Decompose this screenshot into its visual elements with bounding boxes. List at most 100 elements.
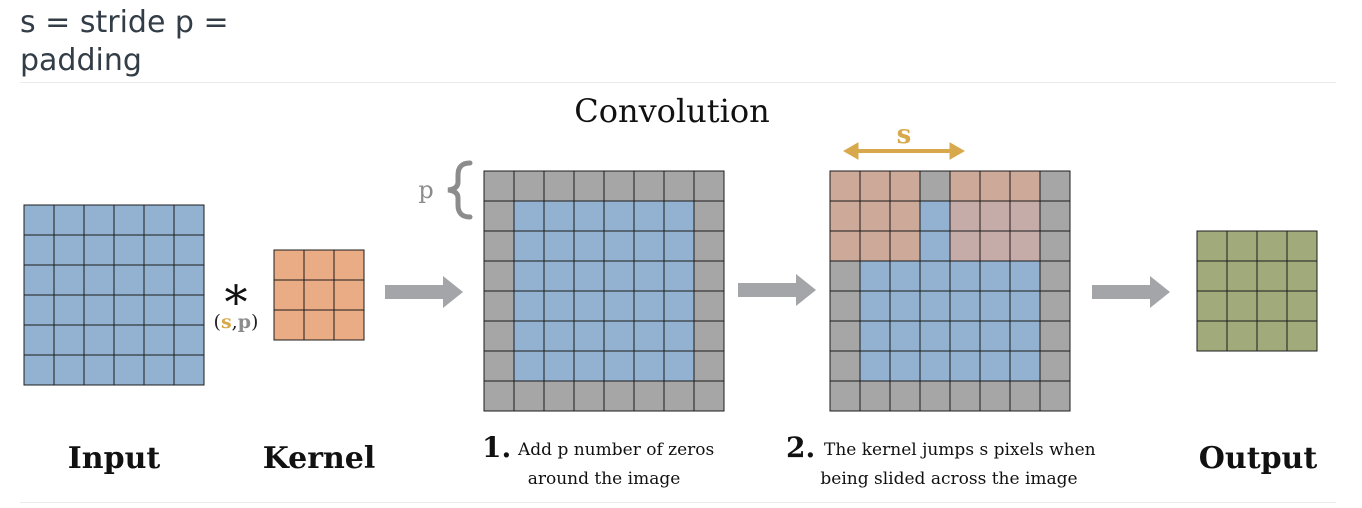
grid-cell (83, 294, 115, 326)
grid-cell (1039, 200, 1071, 232)
grid-cell (1286, 320, 1318, 352)
grid-cell (949, 260, 981, 292)
grid-cell (1039, 170, 1071, 202)
grid-cell (1009, 230, 1041, 262)
grid-cell (1256, 260, 1288, 292)
grid-cell (303, 279, 335, 311)
grid-cell (859, 230, 891, 262)
grid-cell (889, 200, 921, 232)
grid-cell (949, 230, 981, 262)
grid-cell (1196, 230, 1228, 262)
grid-cell (513, 260, 545, 292)
step1-line1: Add p number of zeros (517, 440, 714, 460)
grid-cell (603, 170, 635, 202)
grid-cell (53, 354, 85, 386)
grid-cell (1009, 260, 1041, 292)
grid-cell (889, 320, 921, 352)
grid-cell (663, 320, 695, 352)
grid-cell (573, 170, 605, 202)
grid-cell (979, 260, 1011, 292)
grid-cell (1286, 230, 1318, 262)
grid-cell (1009, 380, 1041, 412)
right-arrow-icon (738, 274, 816, 306)
grid-cell (889, 230, 921, 262)
grid-cell (1226, 290, 1258, 322)
grid-cell (143, 354, 175, 386)
grid-cell (859, 290, 891, 322)
grid-cell (603, 320, 635, 352)
grid-cell (829, 380, 861, 412)
grid-cell (919, 230, 951, 262)
grid-cell (23, 234, 55, 266)
grid-cell (23, 204, 55, 236)
grid-cell (859, 260, 891, 292)
grid-cell (829, 320, 861, 352)
grid-cell (693, 350, 725, 382)
grid-cell (173, 264, 205, 296)
grid-cell (173, 354, 205, 386)
grid-cell (543, 320, 575, 352)
stride-grid (829, 170, 1071, 412)
stride-double-arrow-icon (842, 142, 966, 160)
grid-cell (1009, 200, 1041, 232)
grid-cell (919, 380, 951, 412)
operator-param-p: p (238, 311, 251, 333)
grid-cell (1009, 170, 1041, 202)
step1-number: 1. (482, 431, 511, 464)
grid-cell (693, 230, 725, 262)
grid-cell (663, 200, 695, 232)
grid-cell (693, 200, 725, 232)
step1-line2: around the image (528, 469, 681, 489)
stride-marker: s (897, 120, 912, 150)
grid-cell (83, 204, 115, 236)
grid-cell (919, 350, 951, 382)
grid-cell (829, 170, 861, 202)
grid-cell (829, 290, 861, 322)
grid-cell (693, 290, 725, 322)
grid-cell (573, 380, 605, 412)
step2-number: 2. (786, 431, 815, 464)
grid-cell (53, 234, 85, 266)
grid-cell (53, 204, 85, 236)
grid-cell (693, 170, 725, 202)
grid-cell (483, 380, 515, 412)
grid-cell (859, 320, 891, 352)
grid-cell (919, 260, 951, 292)
grid-cell (83, 234, 115, 266)
grid-cell (889, 380, 921, 412)
grid-cell (513, 380, 545, 412)
grid-cell (603, 350, 635, 382)
grid-cell (513, 200, 545, 232)
step2-line2: being slided across the image (820, 469, 1077, 489)
grid-cell (543, 260, 575, 292)
grid-cell (543, 350, 575, 382)
input-label: Input (68, 441, 161, 476)
grid-cell (1256, 230, 1288, 262)
grid-cell (513, 230, 545, 262)
grid-cell (143, 294, 175, 326)
grid-cell (573, 230, 605, 262)
grid-cell (573, 200, 605, 232)
grid-cell (693, 380, 725, 412)
grid-cell (949, 380, 981, 412)
grid-cell (663, 170, 695, 202)
grid-cell (83, 264, 115, 296)
grid-cell (1286, 290, 1318, 322)
grid-cell (1039, 260, 1071, 292)
grid-cell (53, 324, 85, 356)
top-divider (20, 82, 1336, 83)
grid-cell (543, 380, 575, 412)
grid-cell (23, 264, 55, 296)
grid-cell (949, 290, 981, 322)
grid-cell (979, 230, 1011, 262)
grid-cell (513, 350, 545, 382)
grid-cell (633, 320, 665, 352)
grid-cell (949, 200, 981, 232)
grid-cell (143, 324, 175, 356)
grid-cell (53, 264, 85, 296)
grid-cell (889, 170, 921, 202)
grid-cell (663, 380, 695, 412)
grid-cell (1256, 320, 1288, 352)
grid-cell (273, 279, 305, 311)
